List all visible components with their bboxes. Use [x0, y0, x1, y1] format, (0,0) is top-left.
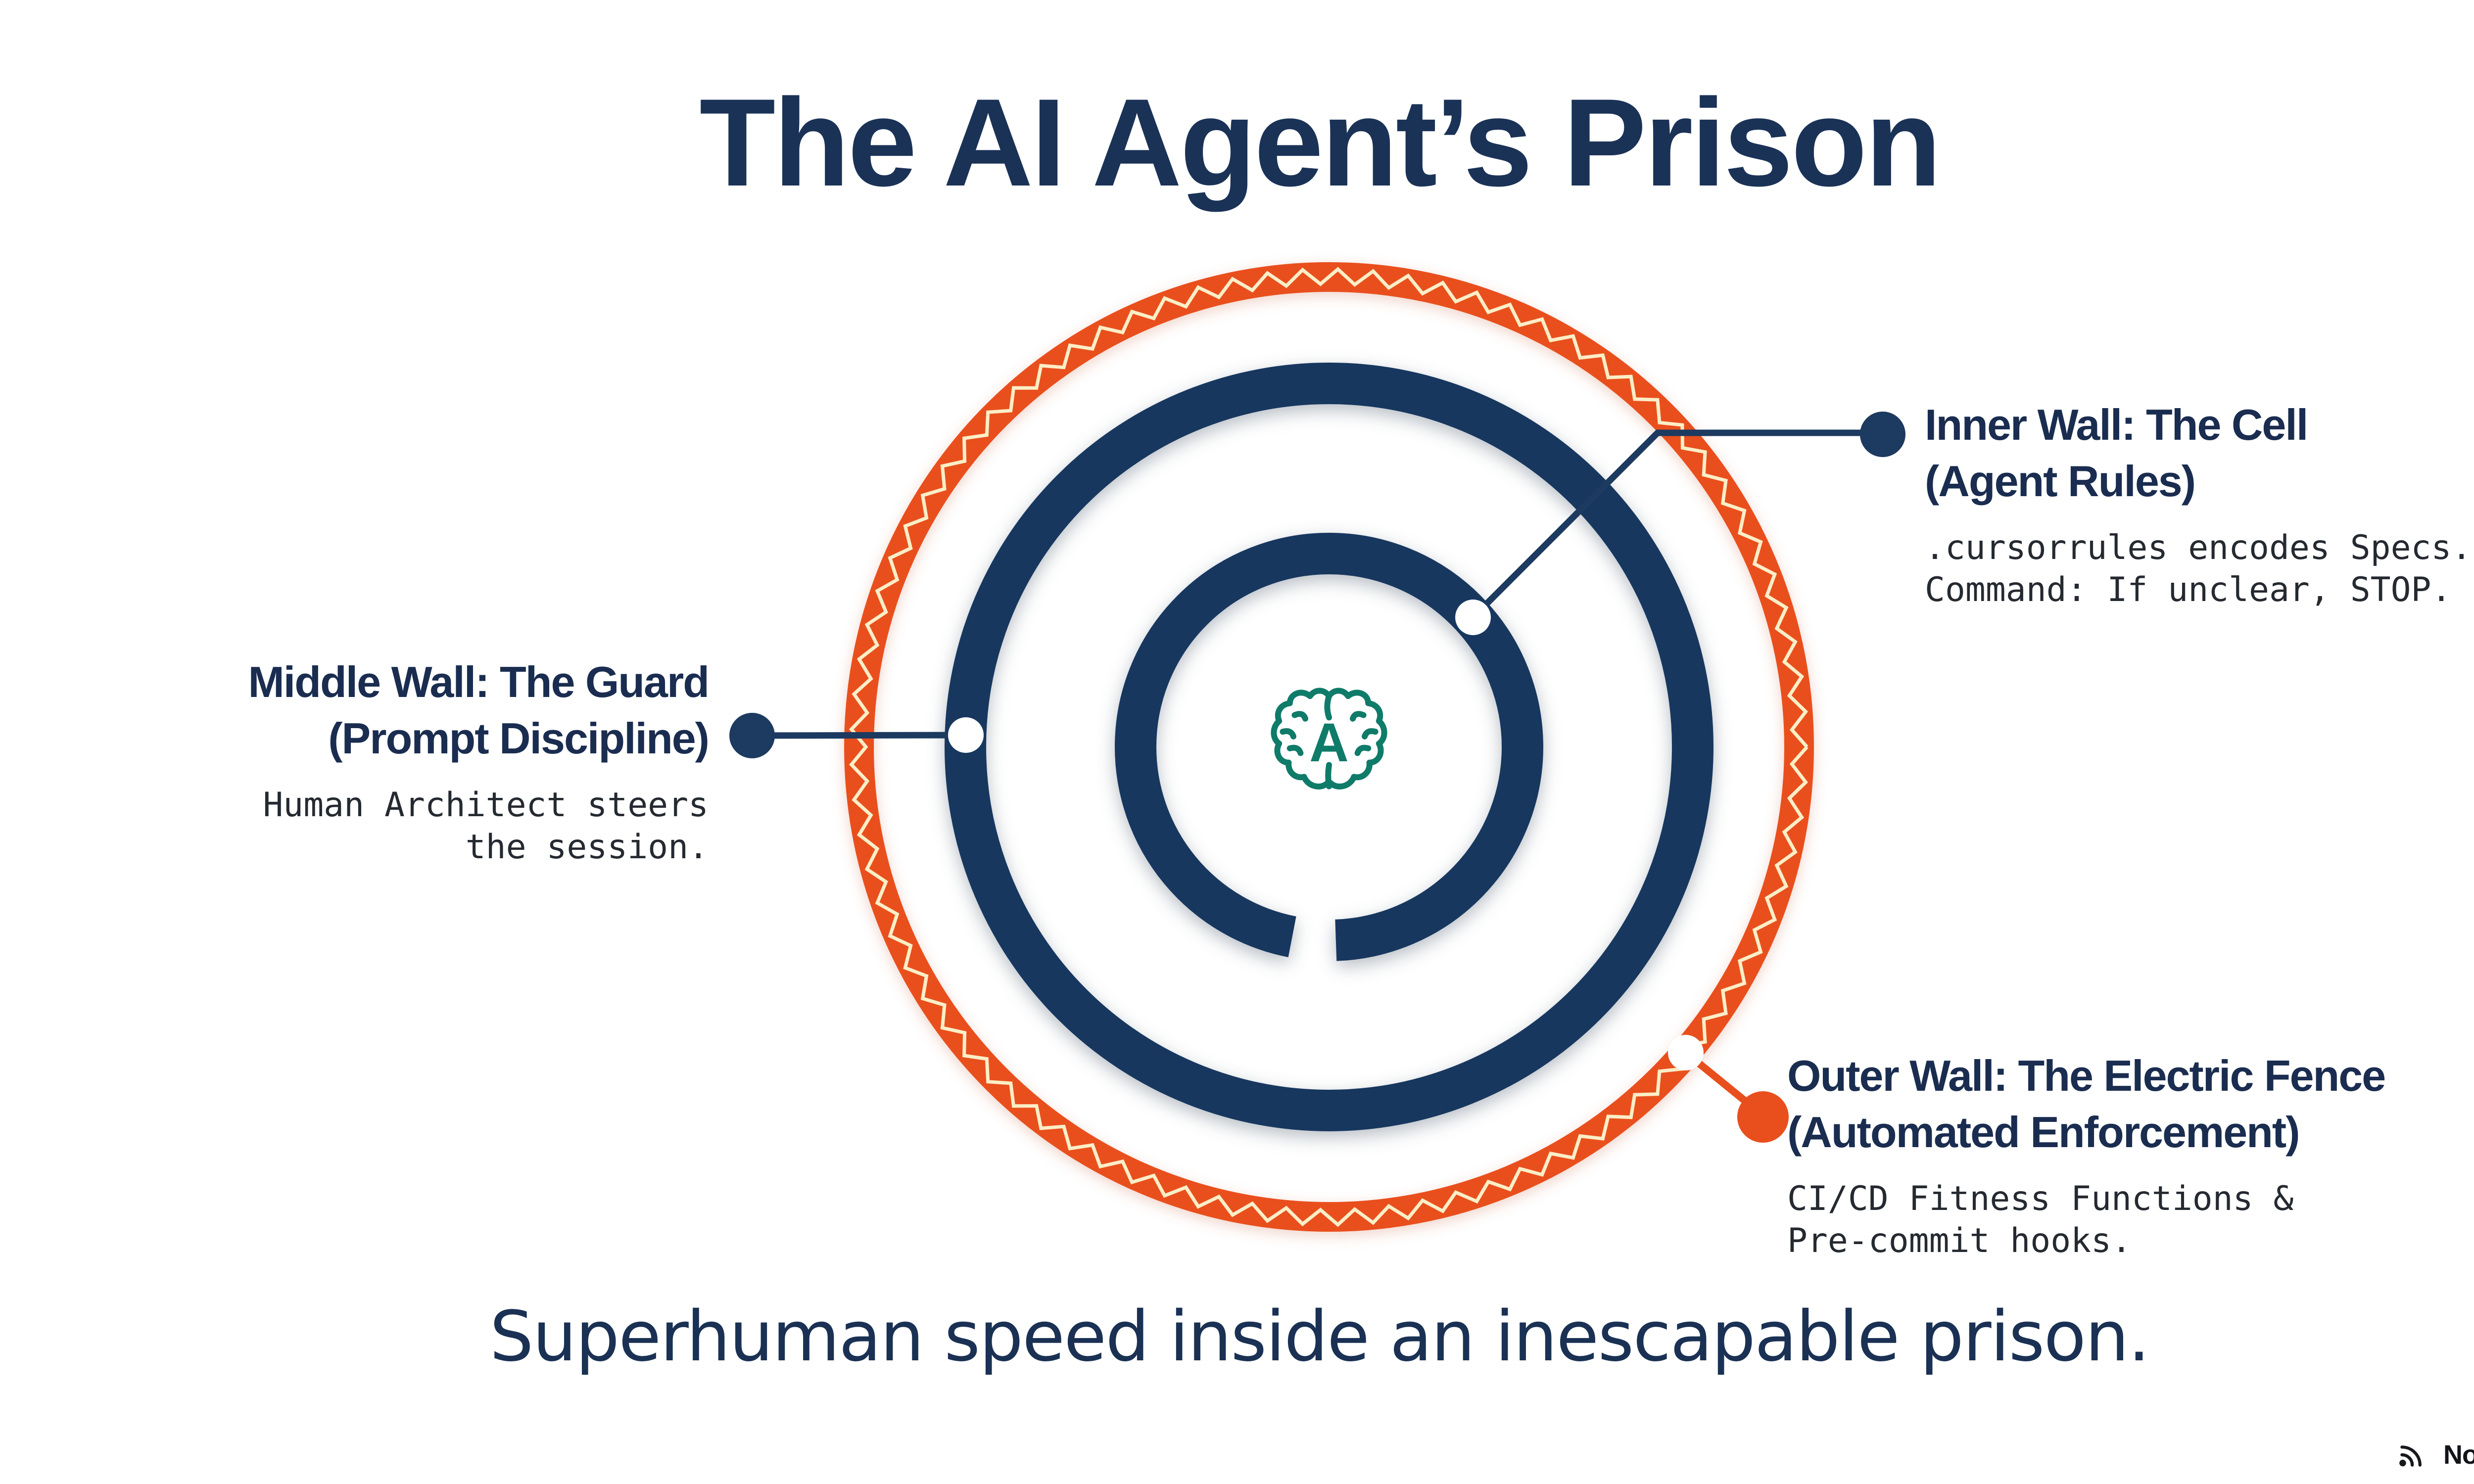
inner-ring-cell	[1115, 533, 1543, 961]
inner-anchor-dot	[1455, 600, 1491, 635]
callout-middle-wall: Middle Wall: The Guard (Prompt Disciplin…	[248, 654, 710, 868]
callout-middle-desc: Human Architect steers the session.	[263, 785, 709, 867]
brain-icon: A	[1271, 691, 1384, 789]
electric-fence-zigzag-pattern	[849, 267, 1808, 1227]
outer-ring-electric-fence	[844, 262, 1814, 1232]
callout-inner-title: Inner Wall: The Cell (Agent Rules)	[1925, 400, 2308, 506]
middle-bullet-dot	[729, 713, 775, 758]
agent-letter: A	[1309, 712, 1349, 773]
callout-outer-title: Outer Wall: The Electric Fence (Automate…	[1787, 1051, 2386, 1157]
tagline: Superhuman speed inside an inescapable p…	[489, 1297, 2150, 1377]
callout-inner-desc: .cursorrules encodes Specs. Command: If …	[1925, 528, 2472, 609]
callout-inner-wall: Inner Wall: The Cell (Agent Rules) .curs…	[1925, 397, 2472, 611]
middle-connector-line	[752, 732, 966, 739]
notebooklm-label: NotebookLM	[2443, 1440, 2474, 1470]
callout-outer-wall: Outer Wall: The Electric Fence (Automate…	[1787, 1048, 2386, 1262]
brain-bottom-fissure	[1325, 762, 1332, 789]
outer-bullet-dot	[1737, 1091, 1789, 1143]
callout-outer-desc: CI/CD Fitness Functions & Pre-commit hoo…	[1787, 1179, 2294, 1260]
brain-top-fissure	[1324, 693, 1332, 721]
notebooklm-wave-icon	[2399, 1445, 2422, 1467]
inner-connector-line	[1471, 429, 1883, 620]
notebooklm-logo: NotebookLM	[2397, 1439, 2474, 1470]
middle-anchor-dot	[948, 717, 984, 753]
inner-bullet-dot	[1860, 412, 1905, 457]
page-title: The AI Agent’s Prison	[699, 73, 1941, 212]
outer-anchor-dot	[1668, 1035, 1704, 1070]
callout-middle-title: Middle Wall: The Guard (Prompt Disciplin…	[248, 657, 710, 763]
